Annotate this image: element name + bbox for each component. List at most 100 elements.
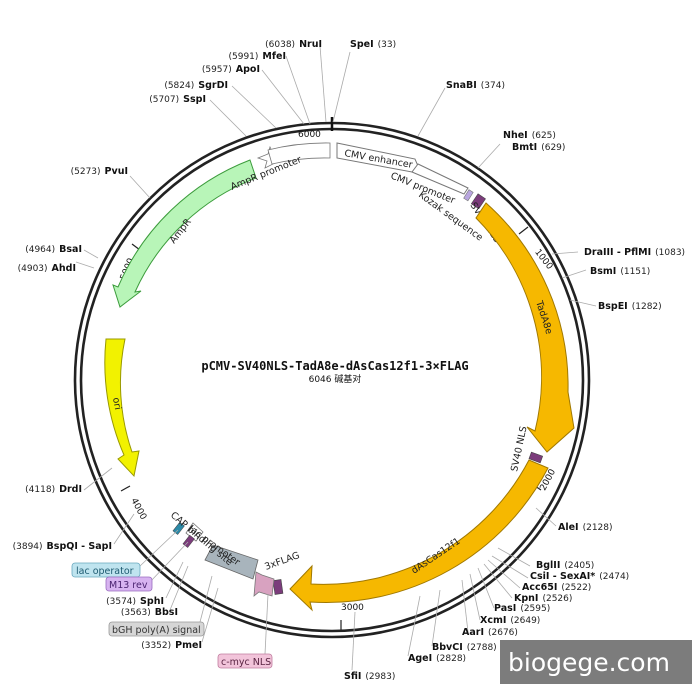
leader-line <box>332 51 351 123</box>
leader-line <box>535 507 557 527</box>
c-myc-nls-box <box>217 653 273 669</box>
leader-line <box>261 69 305 125</box>
leader-line <box>199 575 213 623</box>
leader-line <box>75 261 95 269</box>
site-xcmi: XcmI(2649) <box>480 615 540 626</box>
site-labels: SpeI(33) SnaBI(374) NheI(625) BmtI(629) … <box>13 39 685 682</box>
site-pvui: (5273)PvuI <box>71 166 128 177</box>
3xflag-label: 3xFLAG <box>263 550 301 573</box>
bgh-polya-box <box>204 544 259 580</box>
tick-mark <box>120 485 131 492</box>
leader-line <box>169 565 189 611</box>
site-bspei: BspEI(1282) <box>598 301 662 312</box>
site-sspi: (5707)SspI <box>149 94 206 105</box>
cmv-promoter-arrow <box>411 163 469 195</box>
site-apoi: (5957)ApoI <box>202 64 260 75</box>
tada8e-arrow <box>475 202 575 453</box>
site-sphi: (3574)SphI <box>106 596 164 607</box>
site-spei: SpeI(33) <box>350 39 396 50</box>
site-sgrdi: (5824)SgrDI <box>164 80 228 91</box>
boxed-labels: lac operator M13 rev bGH poly(A) signal … <box>71 529 273 669</box>
site-draiii-pflmi: DraIII - PflMI(1083) <box>584 247 685 258</box>
site-bglii: BglII(2405) <box>536 560 594 571</box>
site-sfii: SfiI(2983) <box>344 671 395 682</box>
map-subtitle: 6046 碱基对 <box>309 373 362 385</box>
site-bsai: (4964)BsaI <box>25 244 82 255</box>
backbone <box>73 117 591 639</box>
c-myc-nls-arrow <box>253 571 275 597</box>
site-acc65i: Acc65I(2522) <box>522 582 591 593</box>
leader-line <box>561 269 587 279</box>
leader-line <box>431 589 441 647</box>
ori-arrow <box>104 338 140 478</box>
leader-line <box>264 593 269 655</box>
site-bbvci: BbvCI(2788) <box>432 642 497 653</box>
m13-rev-label: M13 rev <box>109 580 148 591</box>
site-pasi: PasI(2595) <box>494 603 550 614</box>
site-nrui: (6038)NruI <box>265 39 322 50</box>
3xflag-marker <box>272 579 284 595</box>
lac-operator-label: lac operator <box>76 566 134 577</box>
site-ahdi: (4903)AhdI <box>18 263 76 274</box>
site-alei: AleI(2128) <box>558 522 613 533</box>
site-bmti: BmtI(629) <box>512 142 565 153</box>
leader-line <box>487 559 521 589</box>
sv40-nls-2-marker <box>528 451 544 464</box>
leader-line <box>285 55 311 125</box>
leader-line <box>129 175 151 199</box>
watermark: biogege.com <box>500 640 692 684</box>
map-title: pCMV-SV40NLS-TadA8e-dAsCas12f1-3×FLAG <box>201 359 468 373</box>
leader-line <box>569 299 597 307</box>
leader-line <box>139 529 179 567</box>
watermark-bg <box>500 640 692 684</box>
ori-label: ori <box>110 397 123 411</box>
leader-line <box>165 561 184 599</box>
leader-line <box>231 85 277 129</box>
site-kpni: KpnI(2526) <box>514 593 572 604</box>
ampr-arrow <box>112 159 257 308</box>
leader-line <box>469 573 481 621</box>
leader-line <box>351 611 356 671</box>
lac-operator-box <box>71 562 141 578</box>
tick-label-6000: 6000 <box>298 130 321 140</box>
leader-line <box>83 249 99 259</box>
leader-line <box>407 595 421 657</box>
kozak-marker <box>463 189 474 202</box>
site-mfei: (5991)MfeI <box>228 51 286 62</box>
bgh-polya-label-box <box>108 621 205 637</box>
leader-line <box>201 587 219 643</box>
leader-line <box>477 567 495 609</box>
sv40-nls-marker <box>470 193 486 210</box>
leader-line <box>417 87 446 137</box>
site-pmei: (3352)PmeI <box>141 640 202 651</box>
ampr-promoter-body <box>267 142 331 165</box>
watermark-text: biogege.com <box>508 648 670 677</box>
m13-rev-box <box>105 576 153 592</box>
site-drdi: (4118)DrdI <box>25 484 82 495</box>
leader-line <box>149 541 189 583</box>
site-bbsi: (3563)BbsI <box>121 607 178 618</box>
site-leaders <box>75 45 597 671</box>
leader-line <box>497 547 531 567</box>
leader-line <box>491 555 529 579</box>
leader-line <box>551 251 579 255</box>
site-csii-sexai: CsiI - SexAI*(2474) <box>530 571 629 582</box>
c-myc-nls-label: c-myc NLS <box>221 657 271 668</box>
bgh-polya-label: bGH poly(A) signal <box>112 625 201 636</box>
leader-line <box>483 563 513 599</box>
site-nhei: NheI(625) <box>503 130 556 141</box>
leader-line <box>83 467 113 491</box>
tick-mark <box>518 226 529 235</box>
leader-line <box>461 579 469 633</box>
dascas12f1-arrow <box>289 459 549 612</box>
leader-line <box>113 513 135 545</box>
site-snabi: SnaBI(374) <box>446 80 505 91</box>
leader-line <box>319 45 327 123</box>
site-agei: AgeI(2828) <box>408 653 466 664</box>
leader-line <box>477 143 501 169</box>
tick-label-3000: 3000 <box>341 603 364 613</box>
site-bsmi: BsmI(1151) <box>590 266 650 277</box>
cap-binding-label: CAP binding site <box>168 510 235 568</box>
site-bspqi-sapi: (3894)BspQI - SapI <box>13 541 112 552</box>
